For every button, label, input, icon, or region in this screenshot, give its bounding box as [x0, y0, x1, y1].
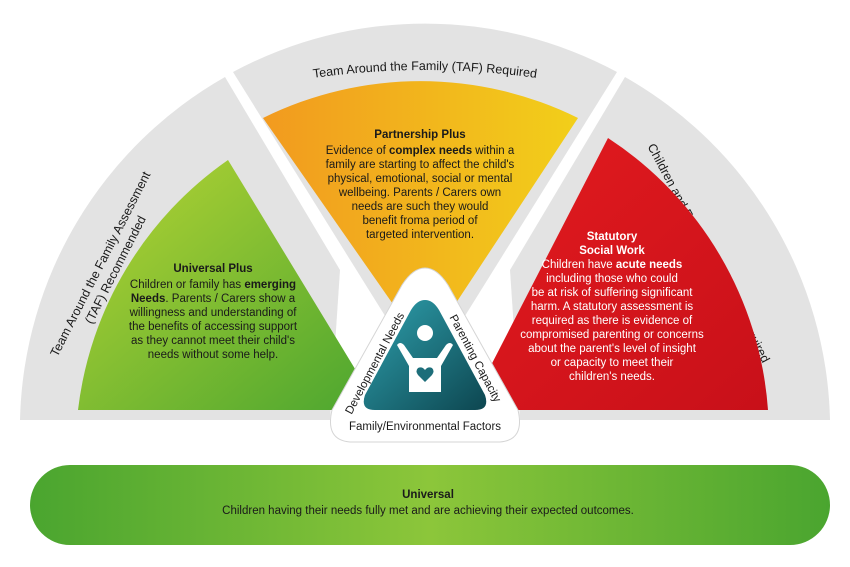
universal-plus-line: Children or family has emerging: [130, 279, 296, 291]
statutory-line: Children have acute needs: [542, 259, 683, 271]
partnership-plus-line: Evidence of complex needs within a: [326, 145, 515, 157]
universal-plus-text-run: willingness and understanding of: [129, 307, 298, 319]
heart-icon: [416, 367, 434, 382]
partnership-plus-text-run: complex needs: [389, 145, 472, 157]
universal-plus-text-run: needs without some help.: [148, 349, 278, 361]
partnership-plus-line: family are starting to affect the child'…: [326, 159, 515, 171]
statutory-line: about the parent's level of insight: [528, 343, 697, 355]
statutory-text-run: required as there is evidence of: [532, 315, 693, 327]
statutory-title-line1: Statutory: [587, 231, 638, 243]
partnership-plus-text-run: needs are such they would: [352, 201, 489, 213]
statutory-line: children's needs.: [569, 371, 655, 383]
partnership-plus-text-run: Evidence of: [326, 145, 389, 157]
partnership-plus-text-run: benefit froma period of: [362, 215, 478, 227]
partnership-plus-text-run: within a: [472, 145, 515, 157]
assessment-triangle: Developmental Needs Parenting Capacity F…: [330, 267, 520, 443]
universal-plus-line: the benefits of accessing support: [129, 321, 298, 333]
statutory-line: required as there is evidence of: [532, 315, 693, 327]
partnership-plus-line: wellbeing. Parents / Carers own: [338, 187, 501, 199]
statutory-text-run: about the parent's level of insight: [528, 343, 697, 355]
universal-plus-text-run: as they cannot meet their child's: [131, 335, 295, 347]
partnership-plus-body: Evidence of complex needs within a family…: [326, 145, 515, 241]
partnership-plus-line: targeted intervention.: [366, 229, 474, 241]
partnership-plus-text: Partnership Plus Evidence of complex nee…: [326, 129, 515, 241]
statutory-line: be at risk of suffering significant: [532, 287, 694, 299]
statutory-text: Statutory Social Work Children have acut…: [520, 231, 704, 383]
universal-plus-text-run: the benefits of accessing support: [129, 321, 298, 333]
universal-plus-text-run: Children or family has: [130, 279, 244, 291]
child-figure-icon: [397, 325, 453, 392]
statutory-text-run: or capacity to meet their: [551, 357, 674, 369]
statutory-text-run: harm. A statutory assessment is: [531, 301, 694, 313]
statutory-body: Children have acute needs including those…: [520, 259, 704, 383]
statutory-text-run: acute needs: [616, 259, 682, 271]
universal-plus-line: needs without some help.: [148, 349, 278, 361]
statutory-line: harm. A statutory assessment is: [531, 301, 694, 313]
universal-plus-segment: [78, 160, 380, 410]
partnership-plus-text-run: targeted intervention.: [366, 229, 474, 241]
partnership-plus-segment: [263, 81, 578, 350]
triangle-bottom-label: Family/Environmental Factors: [349, 421, 501, 433]
partnership-plus-line: needs are such they would: [352, 201, 489, 213]
statutory-text-run: Children have: [542, 259, 616, 271]
universal-title: Universal: [402, 489, 454, 501]
partnership-plus-title: Partnership Plus: [374, 129, 465, 141]
statutory-title-line2: Social Work: [579, 245, 645, 257]
partnership-plus-line: physical, emotional, social or mental: [328, 173, 513, 185]
universal-bar: [30, 465, 830, 545]
universal-text: Children having their needs fully met an…: [222, 505, 634, 517]
partnership-plus-text-run: wellbeing. Parents / Carers own: [338, 187, 501, 199]
universal-plus-text: Universal Plus Children or family has em…: [129, 263, 298, 361]
statutory-segment: [468, 138, 768, 410]
universal-plus-text-run: . Parents / Carers show a: [165, 293, 295, 305]
universal-plus-title: Universal Plus: [173, 263, 252, 275]
statutory-text-run: children's needs.: [569, 371, 655, 383]
universal-plus-line: Needs. Parents / Carers show a: [131, 293, 296, 305]
triangle-inner: [363, 300, 487, 410]
statutory-text-run: be at risk of suffering significant: [532, 287, 694, 299]
statutory-text-run: compromised parenting or concerns: [520, 329, 704, 341]
universal-plus-text-run: Needs: [131, 293, 166, 305]
partnership-plus-line: benefit froma period of: [362, 215, 478, 227]
universal-plus-text-run: emerging: [244, 279, 296, 291]
universal-plus-line: as they cannot meet their child's: [131, 335, 295, 347]
statutory-line: or capacity to meet their: [551, 357, 674, 369]
statutory-line: including those who could: [546, 273, 678, 285]
statutory-line: compromised parenting or concerns: [520, 329, 704, 341]
partnership-plus-text-run: physical, emotional, social or mental: [328, 173, 513, 185]
universal-plus-line: willingness and understanding of: [129, 307, 298, 319]
statutory-text-run: including those who could: [546, 273, 678, 285]
partnership-plus-text-run: family are starting to affect the child'…: [326, 159, 515, 171]
